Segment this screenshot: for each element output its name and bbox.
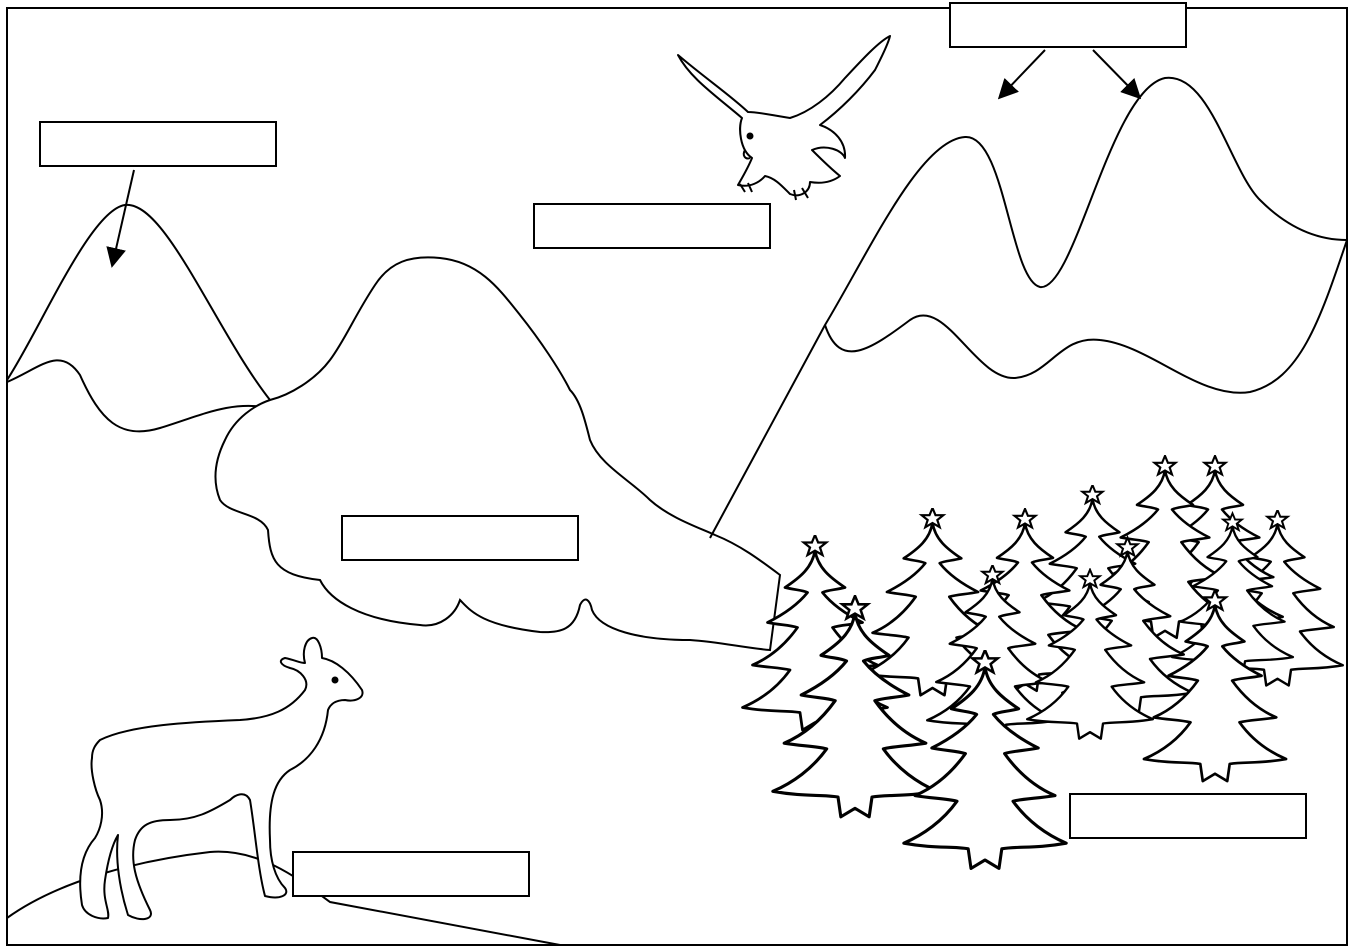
left-mountain [7, 205, 270, 432]
label-box-forest[interactable] [1069, 793, 1307, 839]
eagle-illustration [678, 36, 890, 200]
label-box-right-peaks[interactable] [949, 2, 1187, 48]
label-box-center-hill[interactable] [341, 515, 579, 561]
label-box-bird[interactable] [533, 203, 771, 249]
center-hill [215, 257, 780, 650]
label-box-left-peak[interactable] [39, 121, 277, 167]
label-box-deer[interactable] [292, 851, 530, 897]
